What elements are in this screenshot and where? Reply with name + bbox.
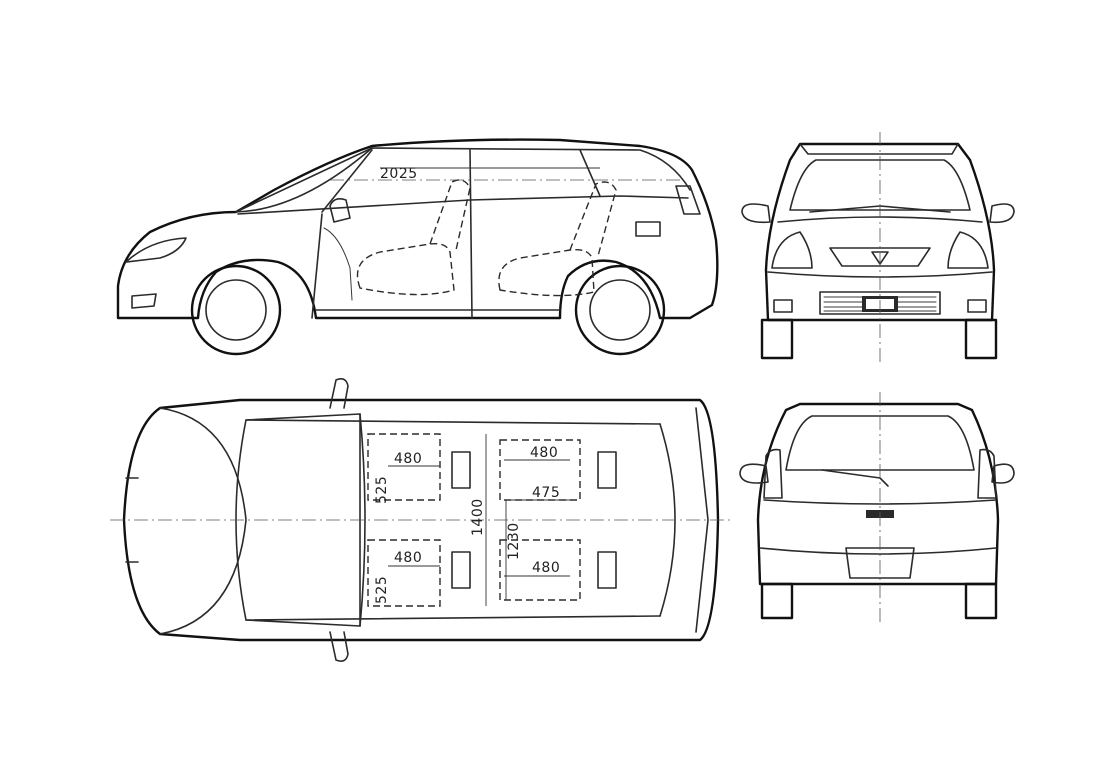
top-roof-front-edge — [359, 413, 366, 627]
rear-left-tyre — [760, 582, 794, 620]
side-interior-outline — [323, 227, 353, 301]
top-headrest-1 — [451, 451, 471, 489]
side-front-door — [311, 213, 323, 319]
top-left-side-line — [245, 419, 661, 425]
front-windshield — [789, 159, 971, 211]
rear-seat-depth-label: 475 — [532, 485, 560, 501]
front-view — [741, 132, 1015, 362]
cabin-width-front-label: 1400 — [470, 498, 486, 536]
side-rear-rim — [589, 279, 651, 341]
front-seat-depth-upper-label: 525 — [374, 476, 390, 504]
front-left-tyre — [760, 318, 794, 360]
side-beltline — [237, 195, 689, 215]
side-front-seat — [356, 179, 471, 296]
side-fog-lamp — [131, 293, 157, 309]
rear-tailgate-line — [763, 499, 997, 505]
rear-bumper — [759, 547, 997, 555]
side-headlamp — [125, 237, 187, 263]
rear-left-mirror — [739, 463, 769, 484]
side-quarter-window — [675, 185, 701, 215]
side-body-outline — [116, 138, 719, 320]
top-front-bumper — [125, 477, 139, 563]
front-roof — [799, 143, 959, 155]
rear-window — [785, 415, 975, 471]
top-right-mirror — [329, 631, 349, 662]
top-left-mirror — [329, 378, 349, 409]
side-front-wheel — [190, 264, 282, 356]
side-c-pillar — [579, 149, 601, 197]
side-b-pillar — [469, 149, 473, 319]
side-interior-length-label: 2025 — [380, 166, 418, 182]
rear-view — [739, 392, 1015, 622]
side-windshield — [235, 147, 373, 213]
front-seat-width-lower-label: 480 — [394, 550, 422, 566]
rear-seat-width-lower-label: 480 — [532, 560, 560, 576]
rear-wiper — [821, 469, 889, 487]
top-right-side-line — [245, 615, 661, 621]
side-front-rim — [205, 279, 267, 341]
rear-seat-width-upper-label: 480 — [530, 445, 558, 461]
top-body-outline — [122, 398, 720, 642]
rear-right-tyre — [964, 582, 998, 620]
side-a-pillar — [321, 149, 373, 213]
top-headrest-4 — [597, 551, 617, 589]
top-bonnet — [159, 407, 247, 635]
front-seat-depth-lower-label: 525 — [374, 576, 390, 604]
top-rear-edge — [695, 407, 709, 633]
front-upper-grille — [829, 247, 931, 267]
top-view: 480 480 480 475 480 525 525 1400 1230 — [110, 378, 730, 662]
front-left-headlamp — [771, 231, 813, 269]
side-fuel-lid — [635, 221, 661, 237]
side-rear-seat — [498, 181, 617, 297]
top-headrest-3 — [597, 451, 617, 489]
front-seat-width-upper-label: 480 — [394, 451, 422, 467]
cabin-width-rear-label: 1230 — [506, 522, 522, 560]
front-left-fog-lamp — [773, 299, 793, 313]
rear-right-mirror — [991, 463, 1015, 484]
rear-right-lamp — [977, 448, 997, 499]
top-front-right-seat — [367, 539, 441, 607]
side-view: 2025 — [116, 138, 719, 356]
side-mirror — [329, 198, 351, 223]
rear-left-lamp — [763, 448, 783, 499]
front-right-fog-lamp — [967, 299, 987, 313]
front-right-tyre — [964, 318, 998, 360]
front-left-mirror — [741, 203, 771, 224]
top-headrest-2 — [451, 551, 471, 589]
front-right-mirror — [989, 203, 1015, 224]
side-rear-wheel — [574, 264, 666, 356]
rear-license-recess — [845, 547, 915, 579]
side-window-line — [235, 147, 691, 213]
top-front-left-seat — [367, 433, 441, 501]
front-right-headlamp — [947, 231, 989, 269]
